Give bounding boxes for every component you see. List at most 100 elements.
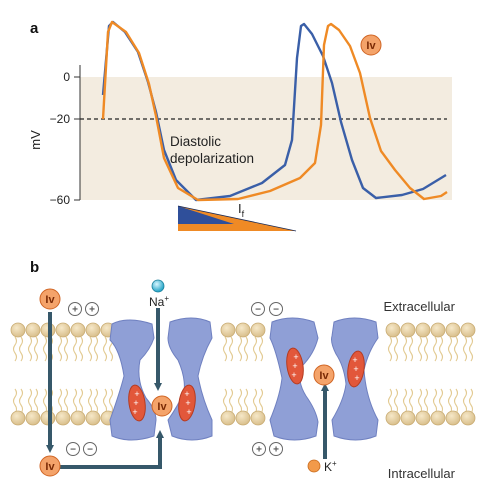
lipid-head <box>430 322 446 338</box>
lipid-head <box>250 322 266 338</box>
lipid-head <box>10 410 26 426</box>
lipid-head <box>25 410 41 426</box>
lipid-tail <box>408 336 414 362</box>
lipid-tail <box>402 336 408 362</box>
lipid-tail <box>18 388 24 415</box>
lipid-head <box>55 322 71 338</box>
lipid-tail <box>87 336 93 362</box>
lipid-tail <box>447 388 453 415</box>
panel-a-letter: a <box>30 20 39 37</box>
tick-label-0: 0 <box>63 70 70 84</box>
lipid-tail <box>18 336 24 362</box>
svg-text:+: + <box>293 352 298 362</box>
lipid-head <box>25 322 41 338</box>
ivabradine-trace <box>101 20 448 202</box>
lipid-head <box>415 322 431 338</box>
lipid-head <box>445 410 461 426</box>
lipid-head <box>445 322 461 338</box>
hcn-channel-left <box>109 317 213 441</box>
lipid-tail <box>243 388 249 415</box>
lipid-tail <box>228 336 234 362</box>
lipid-tail <box>33 336 39 362</box>
svg-text:+: + <box>273 445 279 456</box>
voltage-sensor-4: + + + <box>347 350 365 388</box>
lipid-tail <box>12 388 18 415</box>
svg-text:+: + <box>184 389 189 399</box>
lipid-head <box>55 410 71 426</box>
svg-text:+: + <box>185 398 190 408</box>
lipid-tail <box>438 388 444 415</box>
lipid-tail <box>447 336 453 362</box>
lipid-tail <box>243 336 249 362</box>
lipid-tails <box>12 336 474 415</box>
lipid-head <box>85 322 101 338</box>
intracellular-label: Intracellular <box>388 466 456 481</box>
ivabradine-badge-outside: Iv <box>39 288 61 310</box>
lipid-tail <box>72 388 78 415</box>
lipid-tail <box>63 336 69 362</box>
lipid-tail <box>462 336 468 362</box>
svg-text:−: − <box>255 305 261 316</box>
lipid-tail <box>387 336 393 362</box>
lipid-head <box>460 322 476 338</box>
lipid-tail <box>402 388 408 415</box>
tick-label-minus60: −60 <box>50 193 71 207</box>
lipid-tail <box>432 336 438 362</box>
if-wedge-edge <box>177 205 297 232</box>
lipid-tail <box>423 336 429 362</box>
svg-text:K+: K+ <box>324 459 337 474</box>
lipid-tail <box>33 388 39 415</box>
lipid-tail <box>57 336 63 362</box>
lipid-tail <box>252 388 258 415</box>
extracellular-label: Extracellular <box>383 299 455 314</box>
svg-text:+: + <box>72 305 78 316</box>
lipid-tail <box>93 388 99 415</box>
svg-text:+: + <box>352 355 357 365</box>
lipid-tail <box>57 388 63 415</box>
svg-text:−: − <box>87 445 93 456</box>
svg-text:+: + <box>354 373 359 383</box>
voltage-sensor-2: + + + <box>178 384 196 422</box>
lipid-tail <box>102 336 108 362</box>
diastolic-shade <box>80 77 452 200</box>
positive-charge-symbol: + <box>269 442 283 456</box>
svg-text:+: + <box>89 305 95 316</box>
lipid-tail <box>12 336 18 362</box>
lipid-tail <box>468 336 474 362</box>
svg-text:+: + <box>353 364 358 374</box>
annotation-diastolic: Diastolic <box>170 134 221 149</box>
lipid-head <box>85 410 101 426</box>
lipid-tail <box>432 388 438 415</box>
lipid-tail <box>438 336 444 362</box>
lipid-tail <box>222 388 228 415</box>
lipid-tail <box>462 388 468 415</box>
lipid-head <box>220 322 236 338</box>
lipid-tail <box>408 388 414 415</box>
positive-charge-symbol: + <box>252 442 266 456</box>
svg-text:+: + <box>132 407 137 417</box>
lipid-tail <box>237 336 243 362</box>
ivabradine-badge-pore-right: Iv <box>313 364 335 386</box>
lipid-head <box>400 410 416 426</box>
y-axis-unit: mV <box>28 130 43 150</box>
lipid-tail <box>468 388 474 415</box>
lipid-head <box>10 322 26 338</box>
annotation-depolarization: depolarization <box>170 151 254 166</box>
ivabradine-badge-a: Iv <box>360 34 382 56</box>
lipid-heads <box>10 322 476 426</box>
lipid-head <box>235 322 251 338</box>
lipid-tail <box>258 336 264 362</box>
lipid-tail <box>78 336 84 362</box>
lipid-tail <box>237 388 243 415</box>
lipid-head <box>385 322 401 338</box>
lipid-head <box>250 410 266 426</box>
lipid-tail <box>252 336 258 362</box>
if-wedge-control <box>178 206 234 224</box>
if-current-label: If <box>238 201 245 219</box>
lipid-tail <box>228 388 234 415</box>
lipid-tail <box>417 336 423 362</box>
svg-text:Iv: Iv <box>366 40 376 52</box>
lipid-tail <box>393 388 399 415</box>
